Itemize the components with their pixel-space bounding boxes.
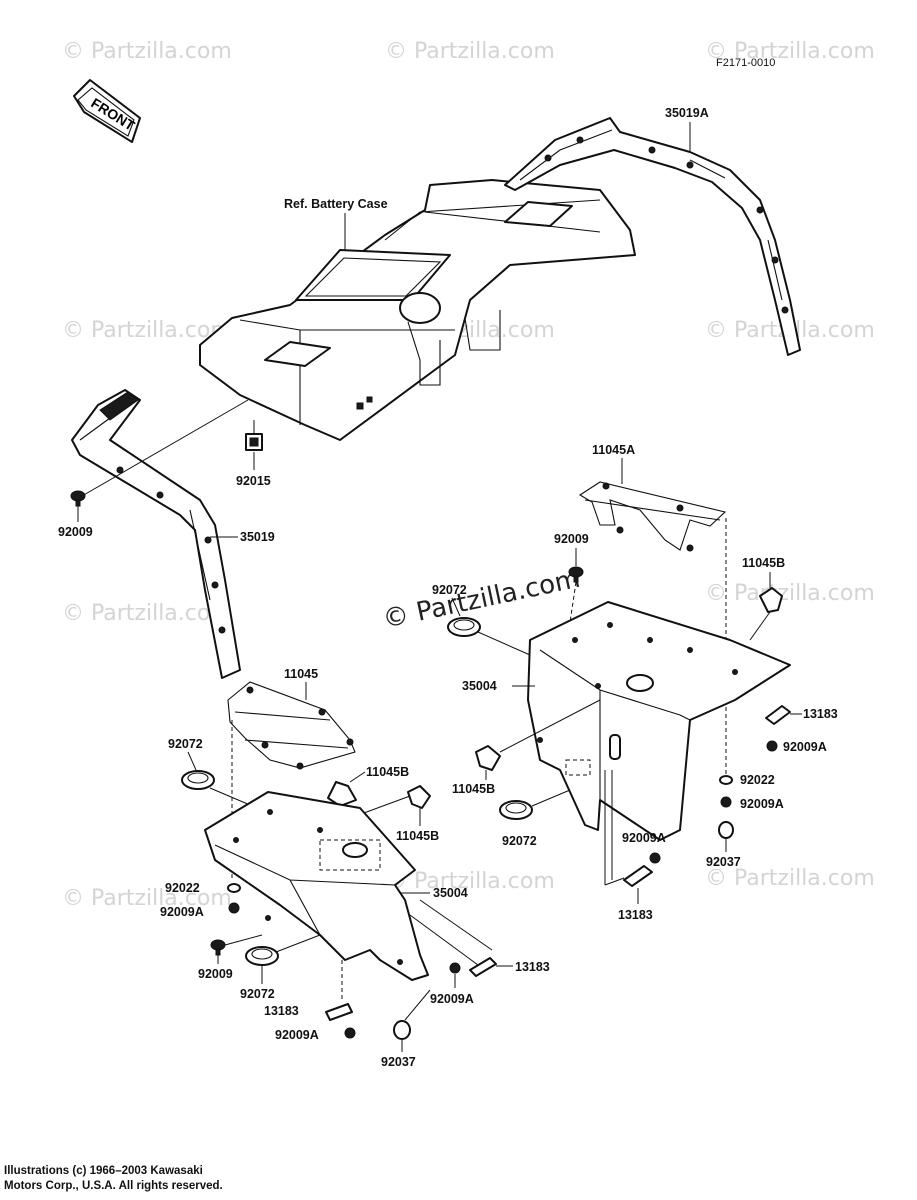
part-label: 35004 bbox=[433, 886, 468, 900]
watermark: © Partzilla.com bbox=[385, 869, 555, 894]
part-35004-box bbox=[204, 791, 429, 981]
part-92009A-bolt bbox=[228, 902, 240, 914]
part-label: 92072 bbox=[502, 834, 537, 848]
part-92022-washer bbox=[227, 883, 241, 893]
part-92015 bbox=[245, 433, 263, 451]
part-35004-box bbox=[527, 601, 791, 841]
part-92072-ring bbox=[181, 770, 215, 790]
part-92009-bolt bbox=[70, 490, 86, 507]
watermark-center: © Partzilla.com bbox=[380, 564, 582, 635]
figure-code: F2171-0010 bbox=[716, 57, 775, 69]
part-label: 92009A bbox=[740, 797, 784, 811]
part-label: 92072 bbox=[240, 987, 275, 1001]
part-label: 92072 bbox=[432, 583, 467, 597]
part-label: 92022 bbox=[165, 881, 200, 895]
part-label: 13183 bbox=[264, 1004, 299, 1018]
part-92009A-bolt bbox=[766, 740, 778, 752]
part-11045B bbox=[759, 587, 783, 613]
part-label: 92022 bbox=[740, 773, 775, 787]
copyright-line-2: Motors Corp., U.S.A. All rights reserved… bbox=[4, 1180, 223, 1192]
part-label: 13183 bbox=[803, 707, 838, 721]
part-label: 92009 bbox=[554, 532, 589, 546]
part-label: 92009 bbox=[58, 525, 93, 539]
part-92037-grommet bbox=[718, 821, 734, 839]
copyright-line-1: Illustrations (c) 1966–2003 Kawasaki bbox=[4, 1165, 203, 1177]
part-label: 35004 bbox=[462, 679, 497, 693]
watermark: © Partzilla.com bbox=[62, 601, 232, 626]
part-label: 11045A bbox=[592, 443, 635, 457]
part-label: 13183 bbox=[515, 960, 550, 974]
watermark: © Partzilla.com bbox=[62, 886, 232, 911]
part-label: 92009A bbox=[430, 992, 474, 1006]
part-13183 bbox=[765, 705, 791, 725]
part-label: 35019A bbox=[665, 106, 709, 120]
front-arrow-icon: FRONT bbox=[73, 79, 141, 143]
reference-label: Ref. Battery Case bbox=[284, 197, 388, 211]
part-label: 92037 bbox=[381, 1055, 416, 1069]
part-label: 11045 bbox=[284, 667, 318, 681]
part-92072-ring bbox=[447, 617, 481, 637]
part-label: 92015 bbox=[236, 474, 271, 488]
part-11045B bbox=[407, 785, 431, 809]
part-label: 92009A bbox=[275, 1028, 319, 1042]
part-13183 bbox=[623, 865, 653, 887]
part-13183 bbox=[325, 1003, 353, 1021]
part-35019A bbox=[504, 117, 801, 356]
part-11045 bbox=[227, 681, 356, 770]
part-label: 11045B bbox=[452, 782, 495, 796]
part-92037-grommet bbox=[393, 1020, 411, 1040]
part-92009A-bolt bbox=[649, 852, 661, 864]
part-label: 92009A bbox=[160, 905, 204, 919]
part-92009-bolt bbox=[210, 939, 226, 956]
part-label: 92009A bbox=[783, 740, 827, 754]
watermark: © Partzilla.com bbox=[705, 866, 875, 891]
part-11045A bbox=[578, 481, 727, 552]
part-label: 11045B bbox=[366, 765, 409, 779]
watermark: © Partzilla.com bbox=[705, 39, 875, 64]
part-92009A-bolt bbox=[344, 1027, 356, 1039]
part-label: 11045B bbox=[742, 556, 785, 570]
watermark: © Partzilla.com bbox=[385, 39, 555, 64]
part-label: 92009A bbox=[622, 831, 666, 845]
part-label: 92037 bbox=[706, 855, 741, 869]
part-label: 92072 bbox=[168, 737, 203, 751]
part-35019 bbox=[71, 389, 241, 679]
part-11045B bbox=[475, 745, 501, 771]
part-92009A-bolt bbox=[449, 962, 461, 974]
part-label: 35019 bbox=[240, 530, 275, 544]
part-92072-ring bbox=[499, 800, 533, 820]
battery-case bbox=[199, 179, 636, 441]
part-13183 bbox=[469, 957, 497, 977]
watermark: © Partzilla.com bbox=[62, 318, 232, 343]
part-92022-washer bbox=[719, 775, 733, 785]
part-label: 92009 bbox=[198, 967, 233, 981]
watermark: © Partzilla.com bbox=[705, 581, 875, 606]
part-92072-ring bbox=[245, 946, 279, 966]
part-label: 13183 bbox=[618, 908, 653, 922]
part-92009A-bolt bbox=[720, 796, 732, 808]
watermark: © Partzilla.com bbox=[62, 39, 232, 64]
part-label: 11045B bbox=[396, 829, 439, 843]
copyright-notice: Illustrations (c) 1966–2003 Kawasaki Mot… bbox=[4, 1164, 223, 1194]
